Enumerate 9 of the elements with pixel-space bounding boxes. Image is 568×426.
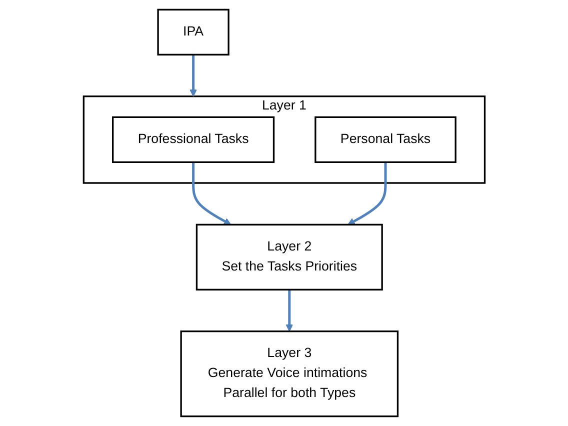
node-box: Layer 3 Generate Voice intimations Parallel for both Types: [180, 330, 398, 418]
arrow: [192, 162, 231, 225]
arrow: [347, 162, 387, 225]
node-box: Layer 2 Set the Tasks Priorities: [196, 224, 383, 290]
node-box: Personal Tasks: [314, 116, 456, 163]
node-box: IPA: [157, 8, 230, 56]
arrow: [286, 290, 293, 332]
node-box: Professional Tasks: [112, 116, 274, 163]
arrow: [189, 54, 197, 97]
